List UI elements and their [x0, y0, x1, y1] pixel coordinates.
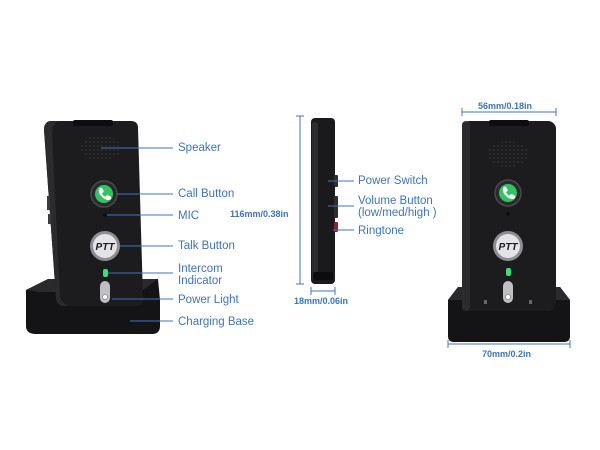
call-button[interactable]	[90, 180, 118, 208]
speaker-grille-right	[488, 141, 528, 167]
talk-button-label: Talk Button	[178, 240, 235, 252]
width-dimension-text: 56mm/0.18in	[478, 101, 533, 111]
intercom-indicator-label-line2: Indicator	[178, 275, 223, 287]
width-dimension-line	[461, 108, 557, 116]
base-width-dimension-line	[447, 340, 571, 348]
phone-icon	[98, 187, 112, 200]
height-dimension-text: 116mm/0.38in	[230, 209, 289, 219]
call-button-right[interactable]	[494, 179, 522, 207]
power-light-label: Power Light	[178, 294, 239, 306]
ptt-text-right: PTT	[499, 242, 519, 253]
side-view-device	[311, 118, 338, 284]
volume-button-label-line1: Volume Button	[358, 195, 433, 207]
thickness-dimension-line	[310, 287, 336, 295]
talk-button-right[interactable]: PTT	[493, 231, 523, 261]
speaker-label: Speaker	[178, 142, 221, 154]
callout-lines-middle	[328, 180, 354, 231]
talk-button[interactable]: PTT	[90, 231, 120, 261]
ptt-text: PTT	[96, 242, 116, 253]
volume-button-label-line2: (low/med/high )	[358, 207, 437, 219]
phone-icon-right	[502, 186, 516, 199]
ringtone-label: Ringtone	[358, 225, 405, 237]
height-dimension-line	[296, 115, 304, 285]
handset-body	[44, 121, 144, 306]
intercom-indicator	[103, 269, 108, 277]
intercom-indicator-label-line1: Intercom	[178, 263, 223, 275]
front-view-device: PTT	[448, 120, 570, 342]
mic-label: MIC	[178, 210, 200, 222]
base-width-dimension-text: 70mm/0.2in	[482, 349, 532, 359]
front-angle-device: PTT	[26, 120, 160, 334]
handset-body-right	[462, 121, 556, 311]
power-switch-label: Power Switch	[358, 175, 428, 187]
charging-base-label: Charging Base	[178, 316, 255, 328]
thickness-dimension-text: 18mm/0.06in	[294, 296, 349, 306]
callout-lines-left	[101, 147, 173, 322]
mic-hole	[103, 213, 107, 217]
call-button-label: Call Button	[178, 188, 235, 200]
